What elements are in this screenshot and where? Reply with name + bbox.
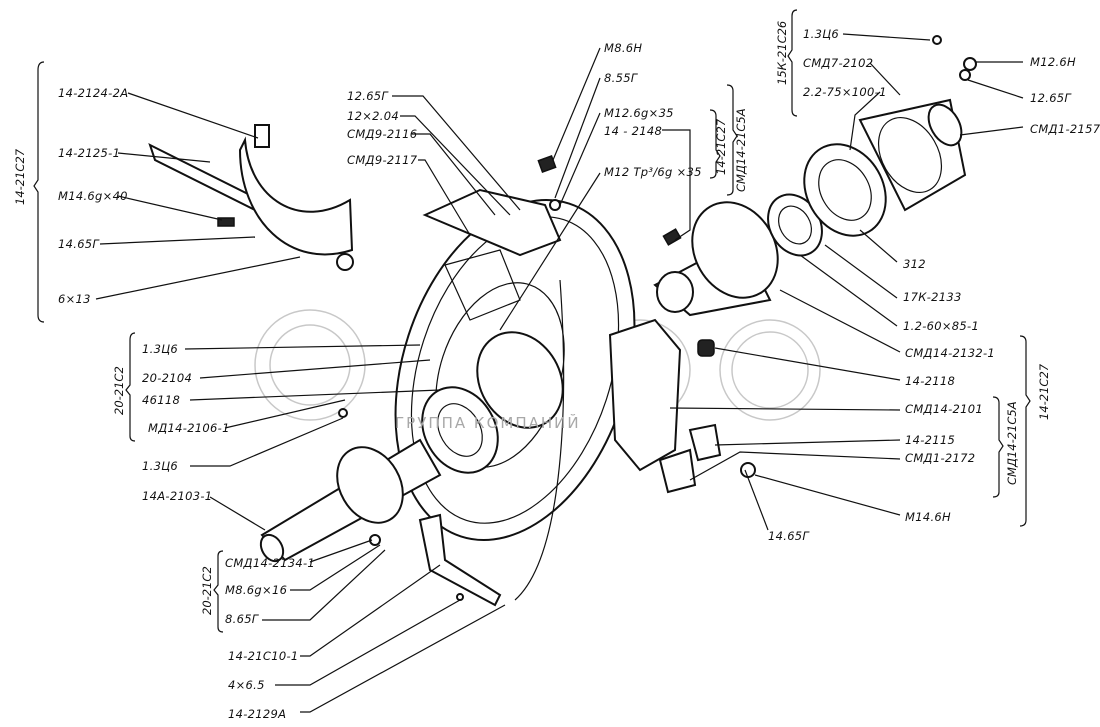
label-14-65g-right: 14.65Г	[768, 529, 810, 543]
label-smd7-2102: СМД7-2102	[803, 56, 873, 70]
label-smd1-2157: СМД1-2157	[1030, 122, 1100, 136]
label-12-65g-right: 12.65Г	[1030, 91, 1072, 105]
label-smd14-2134-1: СМД14-2134-1	[225, 556, 315, 570]
group-label-smd14-21c5a-top: СМД14-21С5А	[734, 108, 748, 192]
label-14-21c10-1: 14-21С10-1	[228, 649, 299, 663]
small-parts	[338, 155, 756, 607]
label-14-65g: 14.65Г	[58, 237, 100, 251]
group-label-20-21c2: 20-21С2	[112, 366, 126, 415]
label-m8-6g-16: М8.6g×16	[225, 583, 287, 597]
label-m14-6n: М14.6Н	[905, 510, 951, 524]
group-label-14-21c27-top: 14-21С27	[714, 118, 728, 175]
label-12x2-04: 12×2.04	[347, 109, 399, 123]
label-1-2-60x85-1: 1.2-60×85-1	[903, 319, 979, 333]
leader-lines	[95, 33, 1024, 713]
label-14a-2103-1: 14А-2103-1	[142, 489, 212, 503]
group-label-smd14-21c5a: СМД14-21С5А	[1005, 401, 1019, 485]
label-12-65g: 12.65Г	[347, 89, 389, 103]
label-8-55g: 8.55Г	[604, 71, 639, 85]
group-label-20-21c2-bottom: 20-21С2	[200, 566, 214, 615]
label-m8-6n: М8.6Н	[604, 41, 642, 55]
label-1-3c6-a: 1.3Ц6	[142, 342, 178, 356]
shift-fork	[148, 124, 354, 271]
group-label-14-21c27: 14-21С27	[13, 148, 27, 205]
group-label-15k-21c26: 15К-21С26	[775, 21, 789, 85]
label-m12-6g-35: М12.6g×35	[604, 106, 674, 120]
label-smd9-2117: СМД9-2117	[347, 153, 418, 167]
part-labels: 14-2124-2А 14-2125-1 М14.6g×40 14.65Г 6×…	[58, 27, 1100, 721]
bearing-assembly	[653, 35, 977, 317]
watermark-text: ГРУППА КОМПАНИЙ	[395, 413, 581, 432]
group-brackets	[33, 9, 1031, 633]
label-14-2124-2a: 14-2124-2А	[58, 86, 128, 100]
label-8-65g: 8.65Г	[225, 612, 260, 626]
label-m12-6n: М12.6Н	[1030, 55, 1076, 69]
label-m12-tp-6g-35: М12 Тр³/6g ×35	[604, 165, 702, 179]
label-smd14-2132-1: СМД14-2132-1	[905, 346, 995, 360]
label-smd9-2116: СМД9-2116	[347, 127, 417, 141]
label-14-2118: 14-2118	[905, 374, 955, 388]
label-smd1-2172: СМД1-2172	[905, 451, 975, 465]
label-md14-2106-1: МД14-2106-1	[148, 421, 230, 435]
watermark-logo	[254, 309, 821, 421]
label-1-3c6-b: 1.3Ц6	[142, 459, 178, 473]
group-label-14-21c27-right: 14-21С27	[1037, 363, 1051, 420]
label-312: 312	[903, 257, 926, 271]
label-14-2125-1: 14-2125-1	[58, 146, 120, 160]
label-6x13: 6×13	[58, 292, 91, 306]
primary-shaft	[259, 331, 564, 563]
label-14-2129a: 14-2129А	[228, 707, 286, 721]
label-4x6-5: 4×6.5	[228, 678, 265, 692]
label-1-3c6-top: 1.3Ц6	[803, 27, 839, 41]
label-14-2115: 14-2115	[905, 433, 955, 447]
label-46118: 46118	[142, 393, 180, 407]
label-2-2-75x100-1: 2.2-75×100-1	[803, 85, 887, 99]
label-20-2104: 20-2104	[142, 371, 192, 385]
label-smd14-2101: СМД14-2101	[905, 402, 983, 416]
label-14-2148: 14 - 2148	[604, 124, 662, 138]
label-17k-2133: 17К-2133	[903, 290, 962, 304]
label-m14-6g-40: М14.6g×40	[58, 189, 128, 203]
